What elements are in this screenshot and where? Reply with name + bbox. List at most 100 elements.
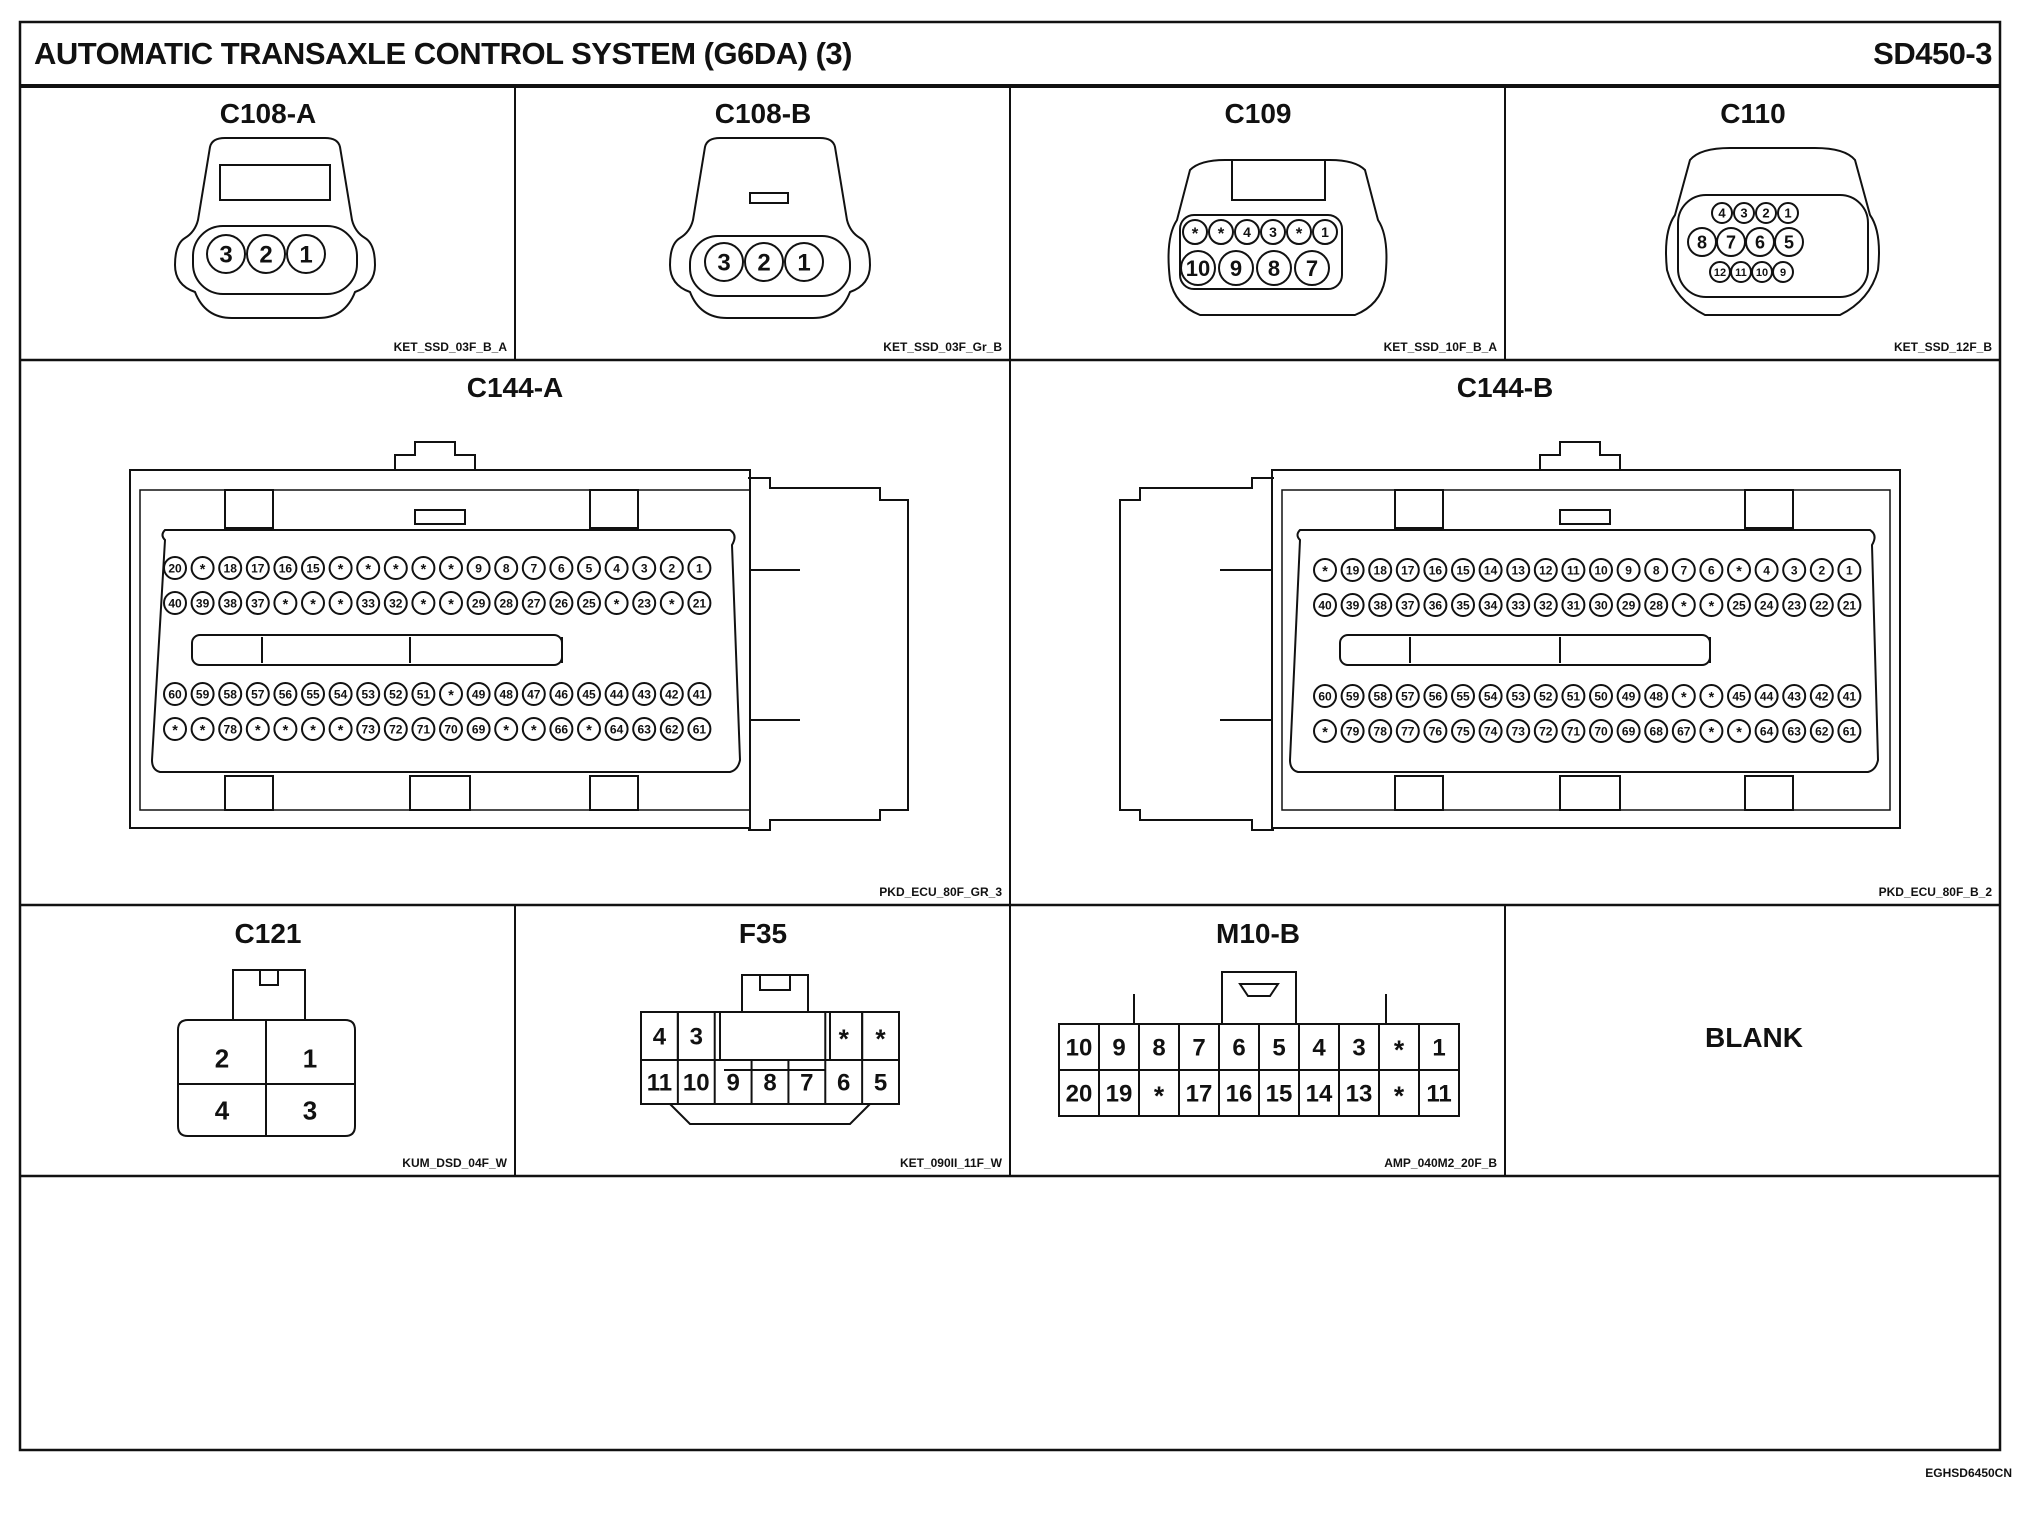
pin-c144-a-r0-1-circle (190, 556, 215, 580)
pin-c144-a-r1-4: * (283, 597, 289, 613)
pin-c110-r3-0: 12 (1714, 267, 1726, 279)
pin-f35-r1-3: * (875, 1024, 886, 1054)
connector-title-c109: C109 (1224, 98, 1292, 129)
pin-c144-b-r3-18-circle (1809, 719, 1834, 743)
pin-c144-a-r1-18-circle (659, 591, 684, 615)
pin-c144-a-r0-12-circle (494, 556, 519, 580)
pin-f35-r2-0: 11 (647, 1070, 672, 1097)
pin-c108-b-1: 2 (757, 250, 770, 277)
pin-c144-a-r3-5: * (310, 723, 316, 739)
pin-c144-b-r1-14-circle (1699, 593, 1724, 617)
connector-title-c121: C121 (234, 918, 302, 949)
pin-c144-a-r2-6-circle (328, 682, 353, 706)
f35-pin-cell (676, 1011, 716, 1061)
pin-c144-a-r0-8-circle (383, 556, 408, 580)
pin-c144-b-r3-9-circle (1561, 719, 1586, 743)
pin-f35-r2-2: 9 (726, 1070, 739, 1097)
pin-c144-b-r2-7-circle (1506, 684, 1531, 708)
pin-c144-b-r0-4: 16 (1429, 563, 1443, 577)
pin-c144-a-r0-7-circle (356, 556, 381, 580)
pin-c144-b-r1-16-circle (1754, 593, 1779, 617)
pin-c144-a-r0-14-circle (549, 556, 574, 580)
pin-c144-b-r3-13: 67 (1677, 724, 1691, 738)
pin-c144-b-r3-0-circle (1313, 719, 1337, 743)
pin-c108-b-1-circle (744, 242, 784, 282)
pin-c144-b-r2-18-circle (1809, 684, 1834, 708)
pin-c144-b-r1-0-circle (1313, 593, 1337, 617)
pin-c144-b-r3-2: 78 (1374, 724, 1388, 738)
pin-c144-b-r0-15: * (1736, 564, 1742, 580)
c144a-housing (129, 441, 909, 831)
pin-c144-b-r2-1: 59 (1346, 689, 1360, 703)
pin-c144-b-r0-1-circle (1340, 558, 1365, 582)
pin-c144-b-r1-6: 34 (1484, 598, 1498, 612)
pin-c144-a-r3-19-circle (687, 717, 712, 741)
pin-c144-b-r0-8-circle (1533, 558, 1558, 582)
pin-c144-a-r3-8: 72 (389, 722, 403, 736)
pin-c144-a-r2-17-circle (632, 682, 657, 706)
pin-c144-a-r1-11: 29 (472, 596, 486, 610)
pin-c109-r1-5: 1 (1321, 224, 1329, 240)
pin-c144-b-r0-7-circle (1506, 558, 1531, 582)
pin-c144-a-r2-18: 42 (665, 687, 679, 701)
pin-c144-b-r3-12-circle (1644, 719, 1669, 743)
pin-c144-b-r1-17-circle (1782, 593, 1807, 617)
pin-f35-r2-1: 10 (683, 1070, 710, 1097)
pin-c144-b-r0-6-circle (1478, 558, 1503, 582)
pin-c144-b-r3-8: 72 (1539, 724, 1553, 738)
part-code-c110: KET_SSD_12F_B (1893, 340, 1992, 354)
pin-m10b-r2-8: * (1394, 1081, 1405, 1111)
pin-c144-b-r2-0: 60 (1318, 689, 1332, 703)
pin-f35-r2-5: 6 (837, 1070, 850, 1097)
pin-c144-b-r0-10: 10 (1594, 563, 1608, 577)
pin-c144-b-r1-18-circle (1809, 593, 1834, 617)
pin-c109-r1-1-circle (1208, 219, 1234, 245)
pin-c144-b-r0-6: 14 (1484, 563, 1498, 577)
pin-c144-b-r3-17-circle (1782, 719, 1807, 743)
pin-c144-a-r2-8: 52 (389, 687, 403, 701)
pin-c144-b-r3-15-circle (1727, 719, 1751, 743)
pin-c144-a-r1-17-circle (632, 591, 657, 615)
pin-c144-b-r1-15-circle (1727, 593, 1751, 617)
pin-c144-b-r1-7: 33 (1512, 598, 1526, 612)
pin-c144-b-r0-7: 13 (1512, 563, 1526, 577)
pin-c144-b-r3-9: 71 (1567, 724, 1581, 738)
pin-c144-a-r2-19-circle (687, 682, 712, 706)
pin-c144-b-r0-9-circle (1561, 558, 1586, 582)
pin-c108-a-2: 1 (299, 242, 312, 269)
pin-f35-r1-0: 4 (653, 1024, 667, 1051)
pin-c144-a-r0-18-circle (659, 556, 684, 580)
pin-c144-b-r2-16-circle (1754, 684, 1779, 708)
pin-c144-b-r2-12-circle (1644, 684, 1669, 708)
pin-c144-a-r0-0: 20 (168, 561, 182, 575)
pin-c144-b-r1-13-circle (1671, 593, 1696, 617)
pin-c144-a-r2-0: 60 (168, 687, 182, 701)
pin-m10b-r1-2: 8 (1152, 1035, 1165, 1062)
connector-title-c144b: C144-B (1456, 372, 1554, 403)
pin-c144-b-r3-4: 76 (1429, 724, 1443, 738)
pin-c144-b-r1-9-circle (1561, 593, 1586, 617)
pin-c144-a-r2-14: 46 (555, 687, 569, 701)
pin-c144-a-r1-3-circle (245, 591, 270, 615)
pin-c144-a-r1-5-circle (301, 591, 325, 615)
pin-c144-a-r1-8: 32 (389, 596, 403, 610)
pin-c144-b-r0-19-circle (1837, 558, 1862, 582)
pin-c144-b-r3-5: 75 (1456, 724, 1470, 738)
pin-c144-b-r2-5: 55 (1456, 689, 1470, 703)
pin-c144-a-r2-3-circle (245, 682, 270, 706)
pin-f35-r1-2: * (839, 1024, 850, 1054)
f35-housing (640, 974, 900, 1125)
pin-f35-r1-1: 3 (690, 1024, 703, 1051)
pin-c144-a-r0-16-circle (604, 556, 629, 580)
pin-c144-a-r0-9: * (421, 562, 427, 578)
pin-c109-r1-1: * (1218, 224, 1225, 243)
pin-c144-a-r3-0: * (172, 723, 178, 739)
pin-c144-b-r2-6: 54 (1484, 689, 1498, 703)
pin-c144-b-r1-15: 25 (1732, 598, 1746, 612)
pin-c144-b-r3-2-circle (1368, 719, 1393, 743)
pin-c144-a-r2-14-circle (549, 682, 574, 706)
pin-c144-b-r1-11-circle (1616, 593, 1641, 617)
pin-c144-a-r1-12: 28 (500, 596, 514, 610)
